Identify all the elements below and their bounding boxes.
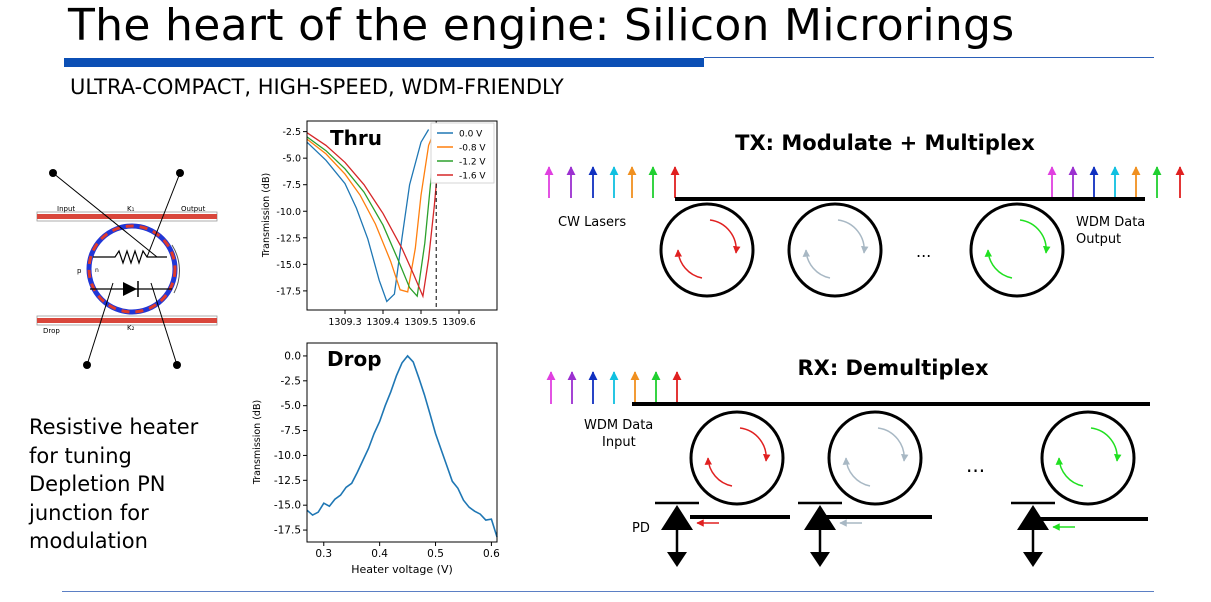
rx-ring-1	[689, 410, 785, 506]
drop-y-tick-label: -10.0	[274, 450, 301, 462]
thru-series-line-2	[306, 126, 437, 293]
drop-y-tick-label: -17.5	[274, 525, 301, 537]
drop-plot-frame	[306, 342, 498, 543]
thru-x-tick-label: 1309.6	[442, 317, 475, 328]
ring-k2-label: K₂	[127, 324, 135, 332]
description-line: Resistive heater	[29, 415, 199, 439]
drop-y-tick-label: -15.0	[274, 500, 301, 512]
slide-subtitle: ULTRA-COMPACT, HIGH-SPEED, WDM-FRIENDLY	[70, 75, 564, 99]
wdm-diagram: TX: Modulate + Multiplex CW Lasers WDM D…	[544, 131, 1185, 567]
tx-output-lasers	[1047, 166, 1185, 198]
thru-y-tick-label: -5.0	[282, 154, 301, 165]
thru-series-line-1	[306, 129, 430, 303]
thru-y-axis-label: Transmission (dB)	[261, 173, 272, 258]
description-line: for tuning	[29, 443, 132, 468]
thru-y-tick-label: -15.0	[276, 260, 301, 271]
title-underline-bar	[64, 58, 704, 67]
thru-x-ticks: 1309.3 1309.4 1309.5 1309.6	[328, 310, 476, 328]
drop-series-line-1	[306, 354, 498, 538]
drop-x-tick-label: 0.6	[483, 548, 500, 560]
tx-title: TX: Modulate + Multiplex	[735, 131, 1035, 155]
ring-p-label: p	[77, 267, 82, 275]
tx-ring-3	[969, 202, 1065, 298]
description-line: junction for	[29, 500, 149, 525]
drop-chart-title: Drop	[327, 347, 382, 371]
thru-y-tick-label: -10.0	[276, 207, 301, 218]
tx-left-label: CW Lasers	[558, 215, 626, 230]
ring-n-label: n	[95, 267, 99, 274]
rx-ring-2	[827, 410, 923, 506]
drop-x-tick-label: 0.5	[427, 548, 444, 560]
thru-x-tick-label: 1309.3	[328, 317, 361, 328]
thru-series-group	[306, 124, 445, 303]
tx-ring-2	[787, 202, 883, 298]
drop-y-tick-label: -5.0	[281, 400, 302, 412]
drop-y-tick-label: -7.5	[281, 425, 302, 437]
thru-legend-label: -1.6 V	[459, 172, 486, 182]
drop-x-ticks: 0.3 0.4 0.5 0.6	[315, 542, 500, 560]
tx-ellipsis: ...	[916, 242, 931, 261]
ring-input-label: Input	[57, 205, 75, 213]
description-text: Resistive heater for tuning Depletion PN…	[29, 413, 198, 556]
thru-plot-frame	[306, 120, 498, 311]
microring-schematic: Input K₁ Output Drop K₂ p n	[36, 169, 218, 369]
photodiode-icon	[655, 501, 719, 567]
photodiode-icon	[798, 501, 862, 567]
rx-ring-3	[1040, 410, 1136, 506]
photodiode-icon	[1011, 501, 1075, 567]
drop-y-ticks: 0.0 -2.5 -5.0 -7.5 -10.0 -12.5 -15.0 -17.5	[274, 350, 307, 537]
thru-series-line-4	[306, 124, 445, 299]
description-line: Depletion PN	[29, 472, 166, 496]
thru-legend-label: -1.2 V	[459, 158, 486, 168]
thru-y-tick-label: -12.5	[276, 233, 301, 244]
description-line: modulation	[29, 529, 148, 553]
thru-legend-label: -0.8 V	[459, 144, 486, 154]
thru-x-tick-label: 1309.5	[404, 317, 437, 328]
drop-x-axis-label: Heater voltage (V)	[351, 563, 453, 576]
drop-y-tick-label: -12.5	[274, 475, 301, 487]
thru-y-tick-label: -2.5	[282, 127, 301, 138]
thru-y-tick-label: -17.5	[276, 286, 301, 297]
thru-legend: 0.0 V -0.8 V -1.2 V -1.6 V	[430, 122, 495, 184]
slide-title: The heart of the engine: Silicon Microri…	[68, 0, 1015, 51]
thru-y-ticks: -2.5 -5.0 -7.5 -10.0 -12.5 -15.0 -17.5	[276, 127, 307, 297]
thru-y-tick-label: -7.5	[282, 180, 301, 191]
thru-x-tick-label: 1309.4	[366, 317, 399, 328]
tx-right-label-2: Output	[1076, 232, 1121, 247]
footer-rule	[62, 591, 1154, 592]
drop-series-group	[306, 354, 498, 538]
rx-input-lasers	[546, 371, 682, 404]
ring-drop-label: Drop	[43, 327, 60, 335]
drop-y-tick-label: -2.5	[281, 375, 302, 387]
heater-resistor-icon	[93, 249, 167, 265]
rx-title: RX: Demultiplex	[797, 356, 988, 380]
drop-x-tick-label: 0.4	[371, 548, 388, 560]
rx-left-label-1: WDM Data	[584, 418, 653, 433]
tx-input-lasers	[544, 166, 680, 198]
tx-right-label-1: WDM Data	[1076, 215, 1145, 230]
pd-label: PD	[632, 521, 650, 536]
thru-legend-label: 0.0 V	[459, 130, 483, 140]
rx-ellipsis: ...	[966, 453, 985, 477]
drop-x-tick-label: 0.3	[315, 548, 332, 560]
drop-y-axis-label: Transmission (dB)	[252, 400, 263, 485]
title-underline-rule	[704, 57, 1154, 58]
ring-k1-label: K₁	[127, 205, 135, 213]
tx-ring-1	[659, 202, 755, 298]
ring-output-label: Output	[181, 205, 206, 213]
thru-series-line-3	[306, 124, 439, 298]
rx-left-label-2: Input	[602, 435, 636, 450]
drop-y-tick-label: 0.0	[284, 350, 301, 362]
thru-chart-title: Thru	[330, 126, 382, 150]
pn-diode-icon	[123, 282, 137, 296]
